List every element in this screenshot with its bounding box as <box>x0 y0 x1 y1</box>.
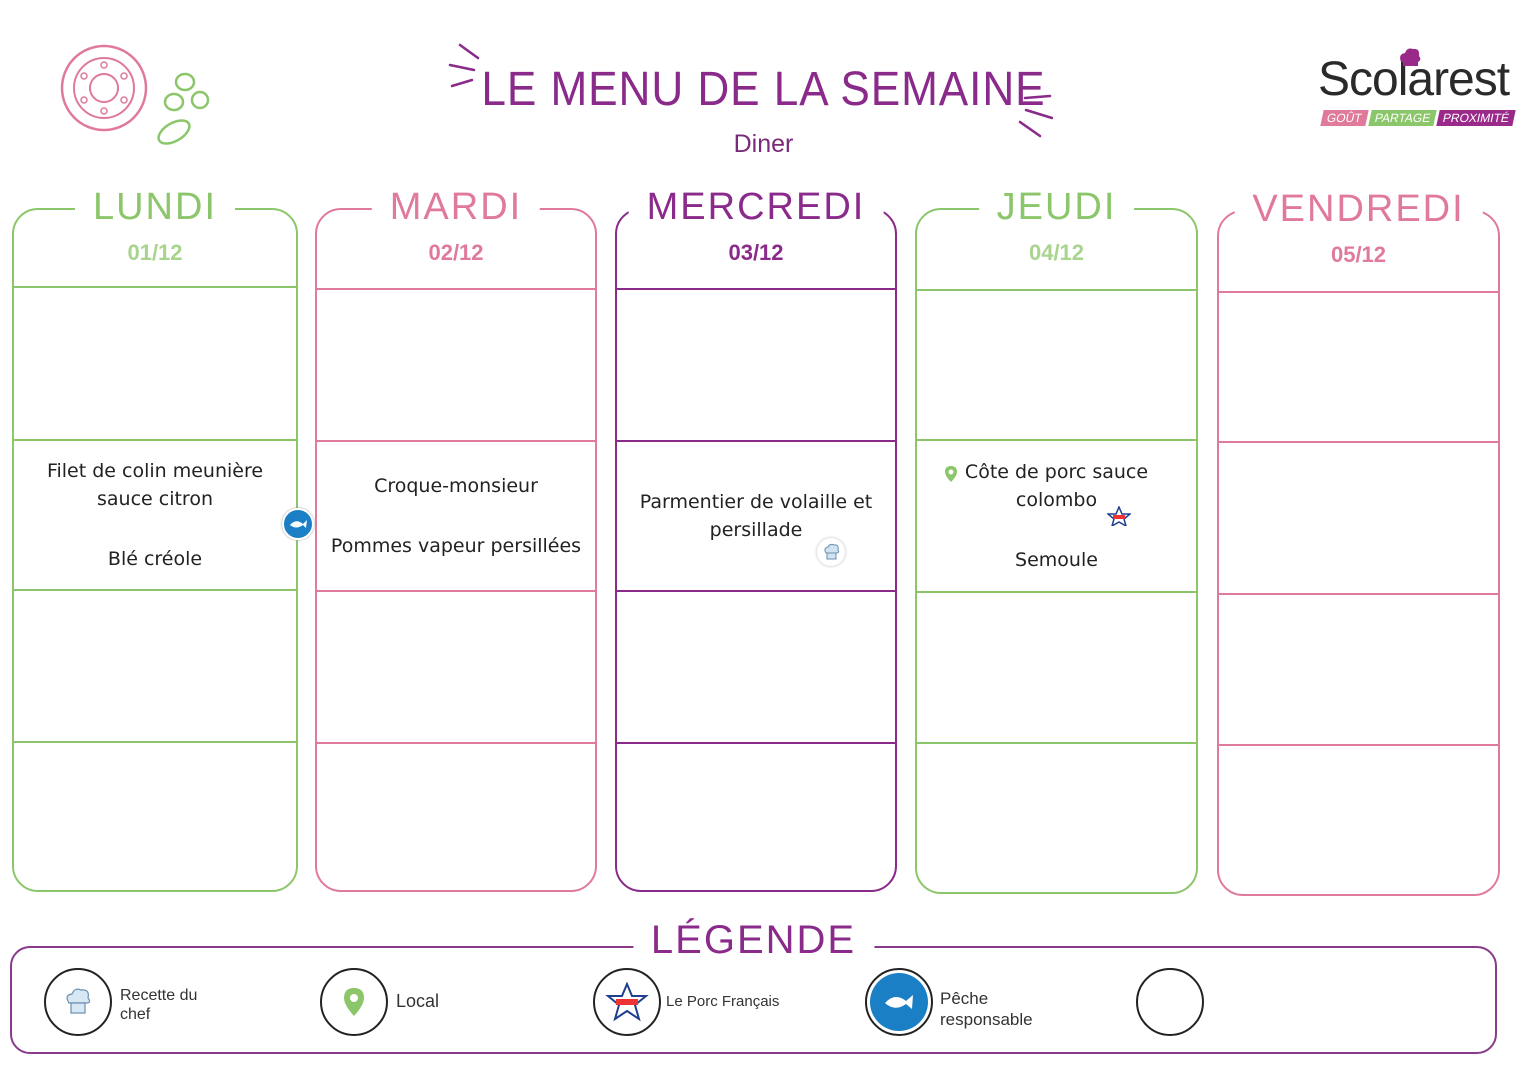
legend-label-line: responsable <box>940 1010 1033 1029</box>
day-name: MARDI <box>371 186 541 229</box>
row-divider <box>917 742 1196 744</box>
row-divider <box>317 440 595 442</box>
location-pin-icon <box>937 460 965 488</box>
side-dish: Semoule <box>1015 549 1098 571</box>
row-divider <box>14 439 296 441</box>
day-column-vendredi: VENDREDI 05/12 <box>1217 188 1500 896</box>
day-column-mercredi: MERCREDI 03/12 Parmentier de volaille et… <box>615 186 897 892</box>
location-pin-icon <box>320 968 388 1036</box>
day-name: JEUDI <box>978 186 1135 229</box>
row-divider <box>1219 291 1498 293</box>
side-dish: Blé créole <box>107 548 203 570</box>
row-divider <box>317 288 595 290</box>
legend-label-line: chef <box>120 1006 151 1023</box>
row-divider <box>14 589 296 591</box>
scolarest-logo: Scolarest GOÛT PARTAGE PROXIMITÉ <box>1318 48 1516 130</box>
row-divider <box>14 741 296 743</box>
menu-cell-main: Parmentier de volaille et persillade <box>617 442 895 590</box>
legend-label-porc: Le Porc Français <box>666 993 780 1010</box>
menu-cell-main: Côte de porc sauce colombo Semoule <box>917 441 1196 591</box>
legend-label-recette: Recette du chef <box>120 986 197 1024</box>
day-column-lundi: LUNDI 01/12 Filet de colin meunière sauc… <box>12 186 314 892</box>
legend-title: LÉGENDE <box>632 918 875 963</box>
tagline-gout: GOÛT <box>1320 110 1369 126</box>
row-divider <box>317 742 595 744</box>
chef-hat-icon <box>817 538 845 566</box>
day-column-mardi: MARDI 02/12 Croque-monsieur Pommes vapeu… <box>315 186 597 892</box>
row-divider <box>617 288 895 290</box>
row-divider <box>14 286 296 288</box>
food-doodle-icon <box>60 44 210 145</box>
dish-line: sauce citron <box>97 488 213 510</box>
peche-responsable-icon <box>282 508 314 540</box>
chef-hat-logo-icon <box>1400 48 1421 66</box>
page-subtitle: Diner <box>733 130 794 158</box>
row-divider <box>617 590 895 592</box>
row-divider <box>317 590 595 592</box>
row-divider <box>1219 441 1498 443</box>
legend-label-local: Local <box>396 991 440 1011</box>
row-divider <box>917 289 1196 291</box>
peche-responsable-icon <box>865 968 933 1036</box>
menu-cell-main: Croque-monsieur Pommes vapeur persillées <box>317 442 595 590</box>
page-title: LE MENU DE LA SEMAINE <box>481 63 1046 116</box>
row-divider <box>1219 593 1498 595</box>
row-divider <box>917 439 1196 441</box>
day-column-jeudi: JEUDI 04/12 Côte de porc sauce colombo S… <box>915 186 1198 894</box>
day-date: 02/12 <box>428 240 484 265</box>
chef-hat-icon <box>44 968 112 1036</box>
day-name: VENDREDI <box>1234 188 1483 231</box>
dish-line: persillade <box>709 519 803 541</box>
porc-francais-icon <box>1105 502 1133 530</box>
title-decoration-icon <box>448 43 1054 138</box>
day-date: 01/12 <box>127 240 183 265</box>
legend: LÉGENDE Recette du chef Local Le Porc Fr… <box>10 918 1497 1054</box>
legend-label-peche: Pêche responsable <box>940 988 1033 1030</box>
tagline-proximite: PROXIMITÉ <box>1436 110 1516 126</box>
row-divider <box>617 742 895 744</box>
side-dish: Pommes vapeur persillées <box>330 535 582 557</box>
dish-line: Côte de porc sauce <box>964 461 1149 483</box>
menu-cell-main: Filet de colin meunière sauce citron Blé… <box>14 441 296 589</box>
dish-line: Filet de colin meunière <box>46 460 264 482</box>
day-date: 03/12 <box>728 240 784 265</box>
legend-label-line: Recette du <box>120 987 198 1004</box>
dish-line: Croque-monsieur <box>374 475 538 497</box>
day-name: LUNDI <box>74 186 236 229</box>
tagline-partage: PARTAGE <box>1367 110 1437 126</box>
day-date: 04/12 <box>1028 240 1085 265</box>
logo-tagline: GOÛT PARTAGE PROXIMITÉ <box>1320 110 1516 126</box>
row-divider <box>1219 744 1498 746</box>
day-name: MERCREDI <box>628 186 884 229</box>
day-date: 05/12 <box>1330 242 1387 267</box>
row-divider <box>917 591 1196 593</box>
legend-label-line: Pêche <box>940 989 989 1008</box>
dish-line: Parmentier de volaille et <box>639 491 873 513</box>
porc-francais-icon <box>593 968 661 1036</box>
empty-icon <box>1136 968 1204 1036</box>
dish-line: colombo <box>1015 489 1098 511</box>
row-divider <box>617 440 895 442</box>
